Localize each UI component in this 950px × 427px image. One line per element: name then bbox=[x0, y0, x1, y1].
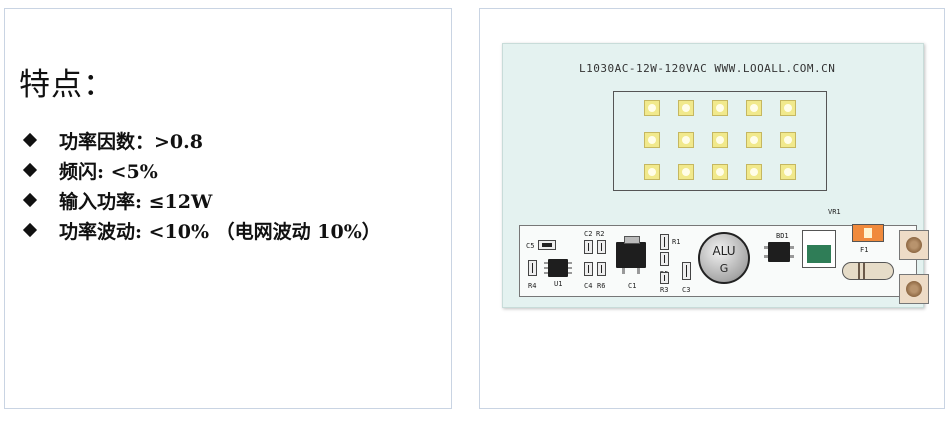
led-chip bbox=[678, 132, 694, 148]
led-chip bbox=[746, 132, 762, 148]
fuse-window bbox=[864, 228, 872, 238]
pin bbox=[568, 262, 572, 264]
feature-text: 频闪: <5% bbox=[59, 160, 158, 183]
varistor bbox=[842, 262, 894, 280]
diamond-bullet-icon bbox=[22, 192, 38, 208]
pcb-board-image: L1030AC-12W-120VAC WWW.LOOALL.COM.CN C5 … bbox=[502, 43, 929, 308]
inductor-core bbox=[807, 245, 831, 263]
capacitor-label-bottom: G bbox=[719, 262, 729, 275]
board-silkscreen-text: L1030AC-12W-120VAC WWW.LOOALL.COM.CN bbox=[579, 62, 836, 75]
feature-item: 频闪: <5% bbox=[21, 155, 381, 185]
resistor-r6 bbox=[597, 262, 606, 276]
component-label: VR1 bbox=[828, 208, 841, 216]
ic-u1 bbox=[548, 259, 568, 277]
pin bbox=[790, 246, 794, 249]
electrolytic-capacitor bbox=[698, 232, 750, 284]
capacitor-c2 bbox=[584, 240, 593, 254]
led-chip bbox=[712, 132, 728, 148]
component-label: R6 bbox=[597, 282, 606, 290]
capacitor-c4 bbox=[584, 262, 593, 276]
pin bbox=[622, 268, 625, 274]
led-chip bbox=[678, 100, 694, 116]
component-label: C3 bbox=[682, 286, 691, 294]
led-array bbox=[613, 91, 827, 191]
driver-circuit-strip: C5 R4 U1 C2 R2 C4 R6 bbox=[519, 208, 917, 297]
component-label: R3 bbox=[660, 286, 669, 294]
component-label: C4 bbox=[584, 282, 593, 290]
feature-text: 功率波动: <10% （电网波动 10%） bbox=[59, 220, 381, 243]
led-chip bbox=[678, 164, 694, 180]
led-chip bbox=[644, 100, 660, 116]
transistor-tab bbox=[624, 236, 640, 244]
transistor-c1 bbox=[616, 242, 646, 268]
features-list: 功率因数：>0.8 频闪: <5% 输入功率: ≤12W 功率波动: <10% … bbox=[21, 125, 381, 245]
led-chip bbox=[746, 100, 762, 116]
features-title: 特点： bbox=[19, 67, 115, 103]
resistor-r4 bbox=[528, 260, 537, 276]
resistor-r1 bbox=[660, 234, 669, 250]
fuse-f1 bbox=[852, 224, 884, 242]
capacitor-label-top: ALU bbox=[712, 244, 736, 258]
led-chip bbox=[644, 132, 660, 148]
inductor bbox=[802, 230, 836, 268]
component-label: R2 bbox=[596, 230, 605, 238]
pin bbox=[568, 267, 572, 269]
capacitor-c3 bbox=[682, 262, 691, 280]
component-label: U1 bbox=[554, 280, 563, 288]
diamond-bullet-icon bbox=[22, 222, 38, 238]
product-image-panel: L1030AC-12W-120VAC WWW.LOOALL.COM.CN C5 … bbox=[479, 8, 945, 409]
resistor-r5 bbox=[660, 252, 669, 266]
features-panel: 特点： 功率因数：>0.8 频闪: <5% 输入功率: ≤12W 功率波动: <… bbox=[4, 8, 452, 409]
component-label: F1 bbox=[860, 246, 869, 254]
led-chip bbox=[780, 164, 796, 180]
pin bbox=[764, 255, 768, 258]
pin bbox=[544, 267, 548, 269]
led-chip bbox=[712, 100, 728, 116]
component-label: C2 bbox=[584, 230, 593, 238]
pin bbox=[544, 272, 548, 274]
pin bbox=[790, 255, 794, 258]
feature-text: 功率因数：>0.8 bbox=[59, 130, 203, 153]
pin bbox=[637, 268, 640, 274]
pin bbox=[764, 246, 768, 249]
feature-item: 输入功率: ≤12W bbox=[21, 185, 381, 215]
capacitor-c5 bbox=[538, 240, 556, 250]
component-label: C5 bbox=[526, 242, 535, 250]
terminal-top bbox=[899, 230, 929, 260]
led-chip bbox=[780, 132, 796, 148]
component-label: BD1 bbox=[776, 232, 789, 240]
led-chip bbox=[712, 164, 728, 180]
resistor-r2 bbox=[597, 240, 606, 254]
feature-item: 功率波动: <10% （电网波动 10%） bbox=[21, 215, 381, 245]
led-chip bbox=[644, 164, 660, 180]
led-chip bbox=[746, 164, 762, 180]
component-label: R1 bbox=[672, 238, 681, 246]
component-label: C1 bbox=[628, 282, 637, 290]
diamond-bullet-icon bbox=[22, 132, 38, 148]
resistor-r3 bbox=[660, 272, 669, 284]
diamond-bullet-icon bbox=[22, 162, 38, 178]
feature-text: 输入功率: ≤12W bbox=[59, 190, 213, 213]
feature-item: 功率因数：>0.8 bbox=[21, 125, 381, 155]
pin bbox=[544, 262, 548, 264]
pin bbox=[568, 272, 572, 274]
component-label: R4 bbox=[528, 282, 537, 290]
terminal-bottom bbox=[899, 274, 929, 304]
led-chip bbox=[780, 100, 796, 116]
bridge-rectifier-bd1 bbox=[768, 242, 790, 262]
